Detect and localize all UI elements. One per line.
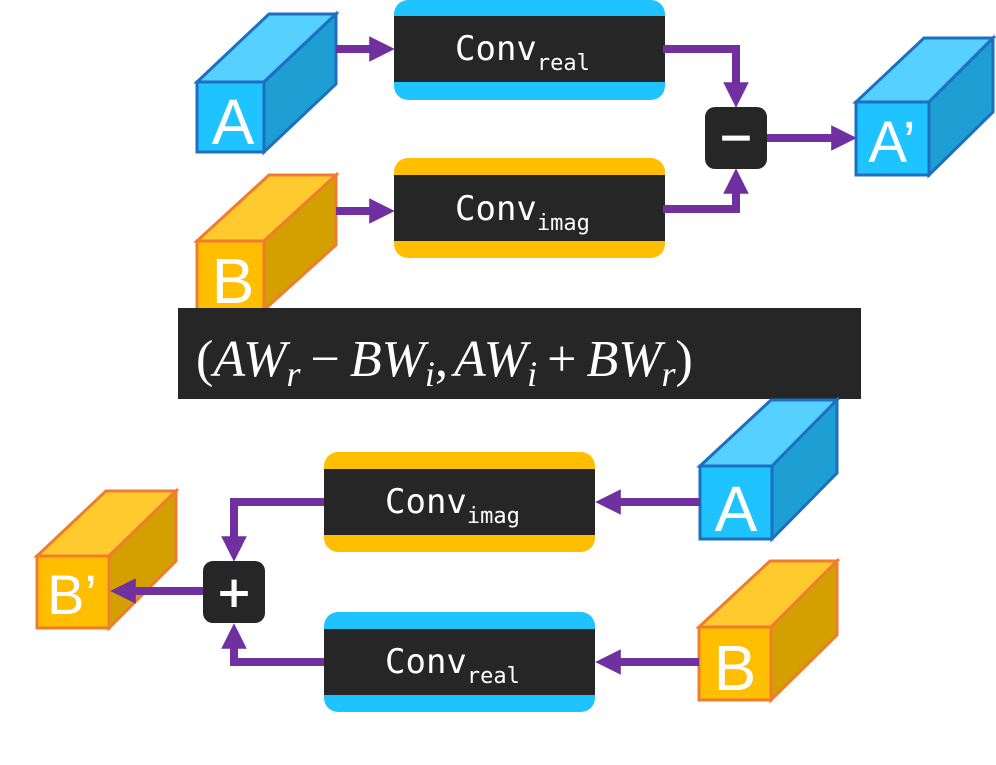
formula-text: (AWr−BWi,AWi+BWr) — [196, 331, 693, 394]
bottom-conv-imag-block: Convimag — [324, 452, 595, 552]
bottom-cube-a: A — [696, 396, 841, 545]
minus-operator-label: − — [718, 112, 755, 163]
result-b-prime-label: B’ — [47, 563, 97, 626]
arrow-conv-real-to-minus — [663, 45, 749, 108]
top-arrows — [336, 36, 857, 224]
top-cube-a-label: A — [212, 86, 255, 158]
top-conv-real-label: Convreal — [455, 29, 590, 76]
top-conv-imag-label: Convimag — [455, 189, 590, 236]
result-a-prime-label: A’ — [868, 110, 915, 175]
arrow-conv-imag-to-plus — [221, 498, 324, 562]
bottom-cube-a-label: A — [715, 473, 758, 545]
bottom-conv-real-label: Convreal — [385, 642, 520, 689]
result-cube-a-prime: A’ — [852, 34, 996, 179]
bottom-conv-imag-label: Convimag — [385, 482, 520, 529]
formula-banner: (AWr−BWi,AWi+BWr) — [178, 308, 861, 399]
bottom-cube-b: B — [695, 557, 841, 704]
bottom-conv-real-block: Convreal — [324, 612, 595, 712]
top-conv-imag-block: Convimag — [394, 158, 665, 258]
minus-operator: − — [705, 107, 767, 169]
result-cube-b-prime: B’ — [33, 487, 180, 632]
bottom-cube-b-label: B — [714, 632, 757, 704]
top-conv-real-block: Convreal — [394, 0, 665, 100]
bottom-arrows — [110, 489, 700, 675]
plus-operator-label: + — [216, 567, 253, 618]
plus-operator: + — [203, 561, 265, 623]
top-cube-b-label: B — [212, 245, 255, 317]
arrow-conv-real-to-plus — [221, 623, 324, 666]
top-cube-a: A — [193, 10, 340, 158]
top-cube-b: B — [193, 171, 340, 317]
arrow-conv-imag-to-minus — [663, 168, 749, 213]
